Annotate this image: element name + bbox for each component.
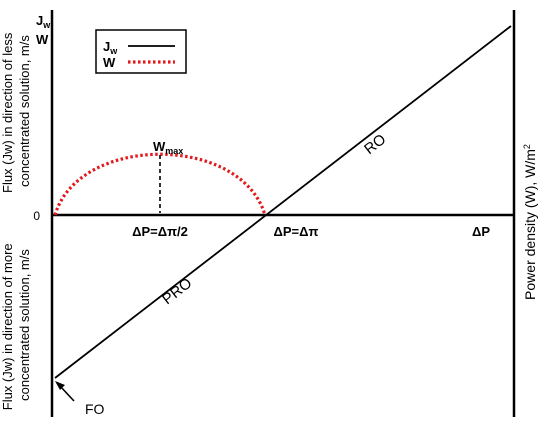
ro-label: RO xyxy=(361,131,389,158)
y-axis-w-label: W xyxy=(36,32,49,47)
fo-arrow xyxy=(55,381,75,402)
origin-label: 0 xyxy=(33,209,40,223)
dp-end-label: ΔP xyxy=(472,224,490,239)
legend: Jw W xyxy=(95,29,187,74)
left-axis-upper-label: Flux (Jw) in direction of less concentra… xyxy=(0,29,32,193)
fo-label: FO xyxy=(85,401,105,417)
legend-jw-label: Jw xyxy=(103,39,118,56)
wmax-label: Wmax xyxy=(153,139,183,156)
left-axis-lower-label: Flux (Jw) in direction of more concentra… xyxy=(0,240,32,411)
right-axis-label: Power density (W), W/m2 xyxy=(522,144,538,300)
legend-w-label: W xyxy=(103,55,116,70)
pro-label: PRO xyxy=(159,275,195,308)
power-density-curve xyxy=(53,152,267,216)
y-axis-jw-label: Jw xyxy=(36,13,51,30)
dp-half-label: ΔP=Δπ/2 xyxy=(132,224,188,239)
legend-box xyxy=(95,29,187,74)
dp-equal-label: ΔP=Δπ xyxy=(274,224,319,239)
water-flux-line xyxy=(54,25,512,379)
